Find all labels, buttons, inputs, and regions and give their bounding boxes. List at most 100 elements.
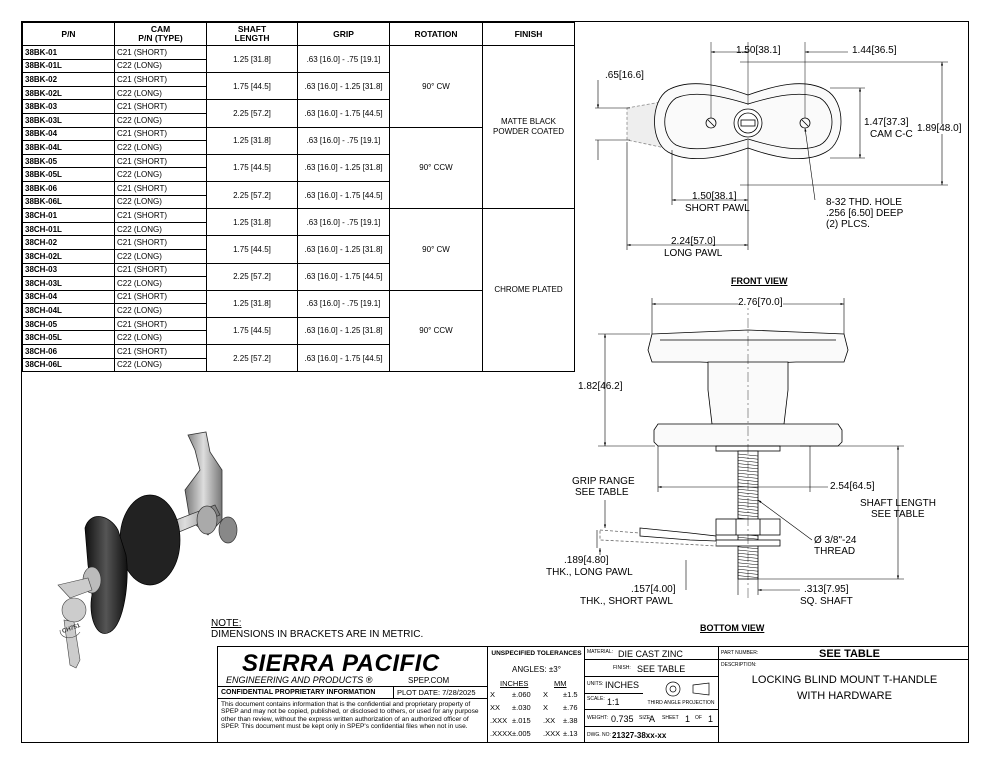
col-header-pn: P/N bbox=[22, 22, 115, 46]
dim-top-left: 1.50[38.1] bbox=[736, 45, 781, 56]
front-view-drawing bbox=[626, 42, 842, 160]
dim-top-right: 1.44[36.5] bbox=[852, 45, 897, 56]
tol-mm: MM bbox=[554, 679, 567, 688]
thread-2: THREAD bbox=[814, 546, 856, 557]
finish-cell: CHROME PLATED bbox=[482, 208, 575, 373]
shaft-cell: 2.25 [57.2] bbox=[206, 262, 298, 291]
tol-title: UNSPECIFIED TOLERANCES bbox=[491, 650, 582, 657]
hole-note-3: (2) PLCS. bbox=[826, 219, 870, 230]
dim-width: 2.76[70.0] bbox=[738, 297, 783, 308]
dim-254: 2.54[64.5] bbox=[830, 481, 875, 492]
cam-cell: C22 (LONG) bbox=[114, 357, 207, 373]
rotation-cell: 90° CCW bbox=[389, 289, 483, 373]
bottom-view-drawing bbox=[599, 300, 849, 600]
finish-cell: MATTE BLACK POWDER COATED bbox=[482, 44, 575, 210]
shaft-cell: 1.75 [44.5] bbox=[206, 72, 298, 101]
shaft-cell: 1.75 [44.5] bbox=[206, 316, 298, 346]
sheet-total: 1 bbox=[708, 714, 714, 724]
col-header-grip: GRIP bbox=[297, 22, 390, 46]
shaft-cell: 1.75 [44.5] bbox=[206, 235, 298, 264]
sq-dim: .313[7.95] bbox=[804, 584, 849, 595]
hole-note-1: 8-32 THD. HOLE bbox=[826, 197, 902, 208]
grip-cell: .63 [16.0] - .75 [19.1] bbox=[297, 208, 390, 237]
projection-label: THIRD ANGLE PROJECTION bbox=[647, 700, 715, 706]
grip-cell: .63 [16.0] - .75 [19.1] bbox=[297, 44, 390, 74]
grip-label-1: GRIP RANGE bbox=[572, 476, 635, 487]
material-value: DIE CAST ZINC bbox=[618, 649, 683, 659]
dim-long-pawl-label: LONG PAWL bbox=[664, 248, 723, 259]
short-thk: .157[4.00] bbox=[631, 584, 676, 595]
dim-cam-cc-label: CAM C-C bbox=[870, 129, 913, 140]
dim-cam-cc: 1.47[37.3] bbox=[864, 117, 909, 128]
long-thk: .189[4.80] bbox=[564, 555, 609, 566]
dim-short-pawl-label: SHORT PAWL bbox=[685, 203, 750, 214]
dim-height: 1.89[48.0] bbox=[917, 123, 962, 134]
description-cell: DESCRIPTION: LOCKING BLIND MOUNT T-HANDL… bbox=[718, 660, 969, 743]
part-number-value: SEE TABLE bbox=[819, 648, 880, 660]
bottom-view-dimensions bbox=[596, 298, 904, 595]
grip-label-2: SEE TABLE bbox=[575, 487, 629, 498]
dim-height-bottom: 1.82[46.2] bbox=[578, 381, 623, 392]
note-title: NOTE: bbox=[211, 618, 242, 629]
units-cell: UNITS: INCHES SCALE: 1:1 THIRD ANGLE PRO… bbox=[584, 677, 718, 710]
projection-symbol-icon bbox=[665, 681, 710, 697]
tol-row: .XXX±.015.XX±.38 bbox=[490, 716, 578, 725]
dim-left: .65[16.6] bbox=[605, 70, 644, 81]
sheet-value: 1 bbox=[685, 714, 691, 724]
short-thk-label: THK., SHORT PAWL bbox=[580, 596, 673, 607]
scale-box: SCALE: 1:1 bbox=[585, 693, 643, 710]
size-value: A bbox=[649, 714, 656, 724]
tol-angles: ANGLES: ±3° bbox=[512, 665, 561, 674]
rotation-cell: 90° CCW bbox=[389, 126, 483, 210]
shaft-label-1: SHAFT LENGTH bbox=[860, 498, 936, 509]
rotation-cell: 90° CW bbox=[389, 208, 483, 291]
company-sub: ENGINEERING AND PRODUCTS ® bbox=[226, 675, 373, 685]
long-thk-label: THK., LONG PAWL bbox=[546, 567, 633, 578]
dim-short-pawl: 1.50[38.1] bbox=[692, 191, 737, 202]
company-cell: SIERRA PACIFIC ENGINEERING AND PRODUCTS … bbox=[217, 646, 487, 687]
units-value: INCHES bbox=[605, 680, 640, 690]
shaft-cell: 2.25 [57.2] bbox=[206, 180, 298, 210]
grip-cell: .63 [16.0] - 1.25 [31.8] bbox=[297, 153, 390, 182]
shaft-cell: 2.25 [57.2] bbox=[206, 344, 298, 373]
dim-long-pawl: 2.24[57.0] bbox=[671, 236, 716, 247]
front-view-dimensions bbox=[595, 50, 948, 250]
confidential-text: This document contains information that … bbox=[217, 699, 487, 743]
tolerances-cell: UNSPECIFIED TOLERANCES ANGLES: ±3° INCHE… bbox=[487, 646, 584, 743]
hole-note-2: .256 [6.50] DEEP bbox=[826, 208, 904, 219]
description-line-2: WITH HARDWARE bbox=[797, 690, 892, 702]
grip-cell: .63 [16.0] - .75 [19.1] bbox=[297, 126, 390, 155]
shaft-cell: 1.25 [31.8] bbox=[206, 208, 298, 237]
material-cell: MATERIAL: DIE CAST ZINC bbox=[584, 646, 718, 660]
front-view-title: FRONT VIEW bbox=[731, 276, 788, 286]
note-text: DIMENSIONS IN BRACKETS ARE IN METRIC. bbox=[211, 629, 424, 640]
finish-value: SEE TABLE bbox=[637, 664, 686, 674]
title-block: SIERRA PACIFIC ENGINEERING AND PRODUCTS … bbox=[217, 646, 969, 743]
isometric-illustration bbox=[57, 431, 238, 669]
description-line-1: LOCKING BLIND MOUNT T-HANDLE bbox=[751, 674, 938, 686]
part-number-table: P/N CAM P/N (TYPE) SHAFT LENGTH GRIP ROT… bbox=[22, 22, 575, 373]
tol-inches: INCHES bbox=[500, 679, 529, 688]
part-number-cell: PART NUMBER: SEE TABLE bbox=[718, 646, 969, 660]
grip-cell: .63 [16.0] - 1.25 [31.8] bbox=[297, 72, 390, 101]
shaft-cell: 1.25 [31.8] bbox=[206, 126, 298, 155]
shaft-label-2: SEE TABLE bbox=[871, 509, 925, 520]
dwg-number: 21327-38xx-xx bbox=[612, 731, 667, 740]
sq-label: SQ. SHAFT bbox=[800, 596, 853, 607]
scale-value: 1:1 bbox=[607, 697, 620, 707]
col-header-rotation: ROTATION bbox=[389, 22, 483, 46]
weight-cell: WEIGHT: 0.735 SIZE: A SHEET 1 OF 1 bbox=[584, 710, 718, 727]
